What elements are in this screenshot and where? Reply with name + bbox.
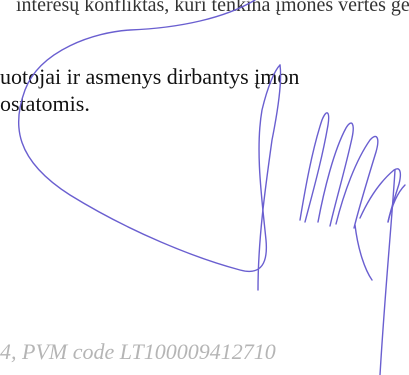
body-text-line-1: uotojai ir asmenys dirbantys įmon bbox=[0, 64, 300, 89]
signature-loop-tail bbox=[257, 64, 282, 291]
footer-company-code: 4, PVM code LT100009412710 bbox=[0, 339, 276, 364]
signature-flourish-3 bbox=[335, 135, 379, 229]
signature-mid-stroke bbox=[354, 224, 373, 281]
signature-flourish-1 bbox=[299, 112, 330, 223]
signature-flourish-4 bbox=[359, 168, 402, 223]
signature-flourish-5 bbox=[387, 184, 406, 223]
body-text-line-2: ostatomis. bbox=[0, 91, 90, 116]
cropped-text-line-top: interesų konfliktas, kuri tenkina įmonės… bbox=[16, 0, 409, 16]
signature-flourish-2 bbox=[317, 122, 354, 227]
signature-long-downstroke bbox=[379, 169, 396, 375]
signature-loop-stroke bbox=[17, 0, 281, 273]
